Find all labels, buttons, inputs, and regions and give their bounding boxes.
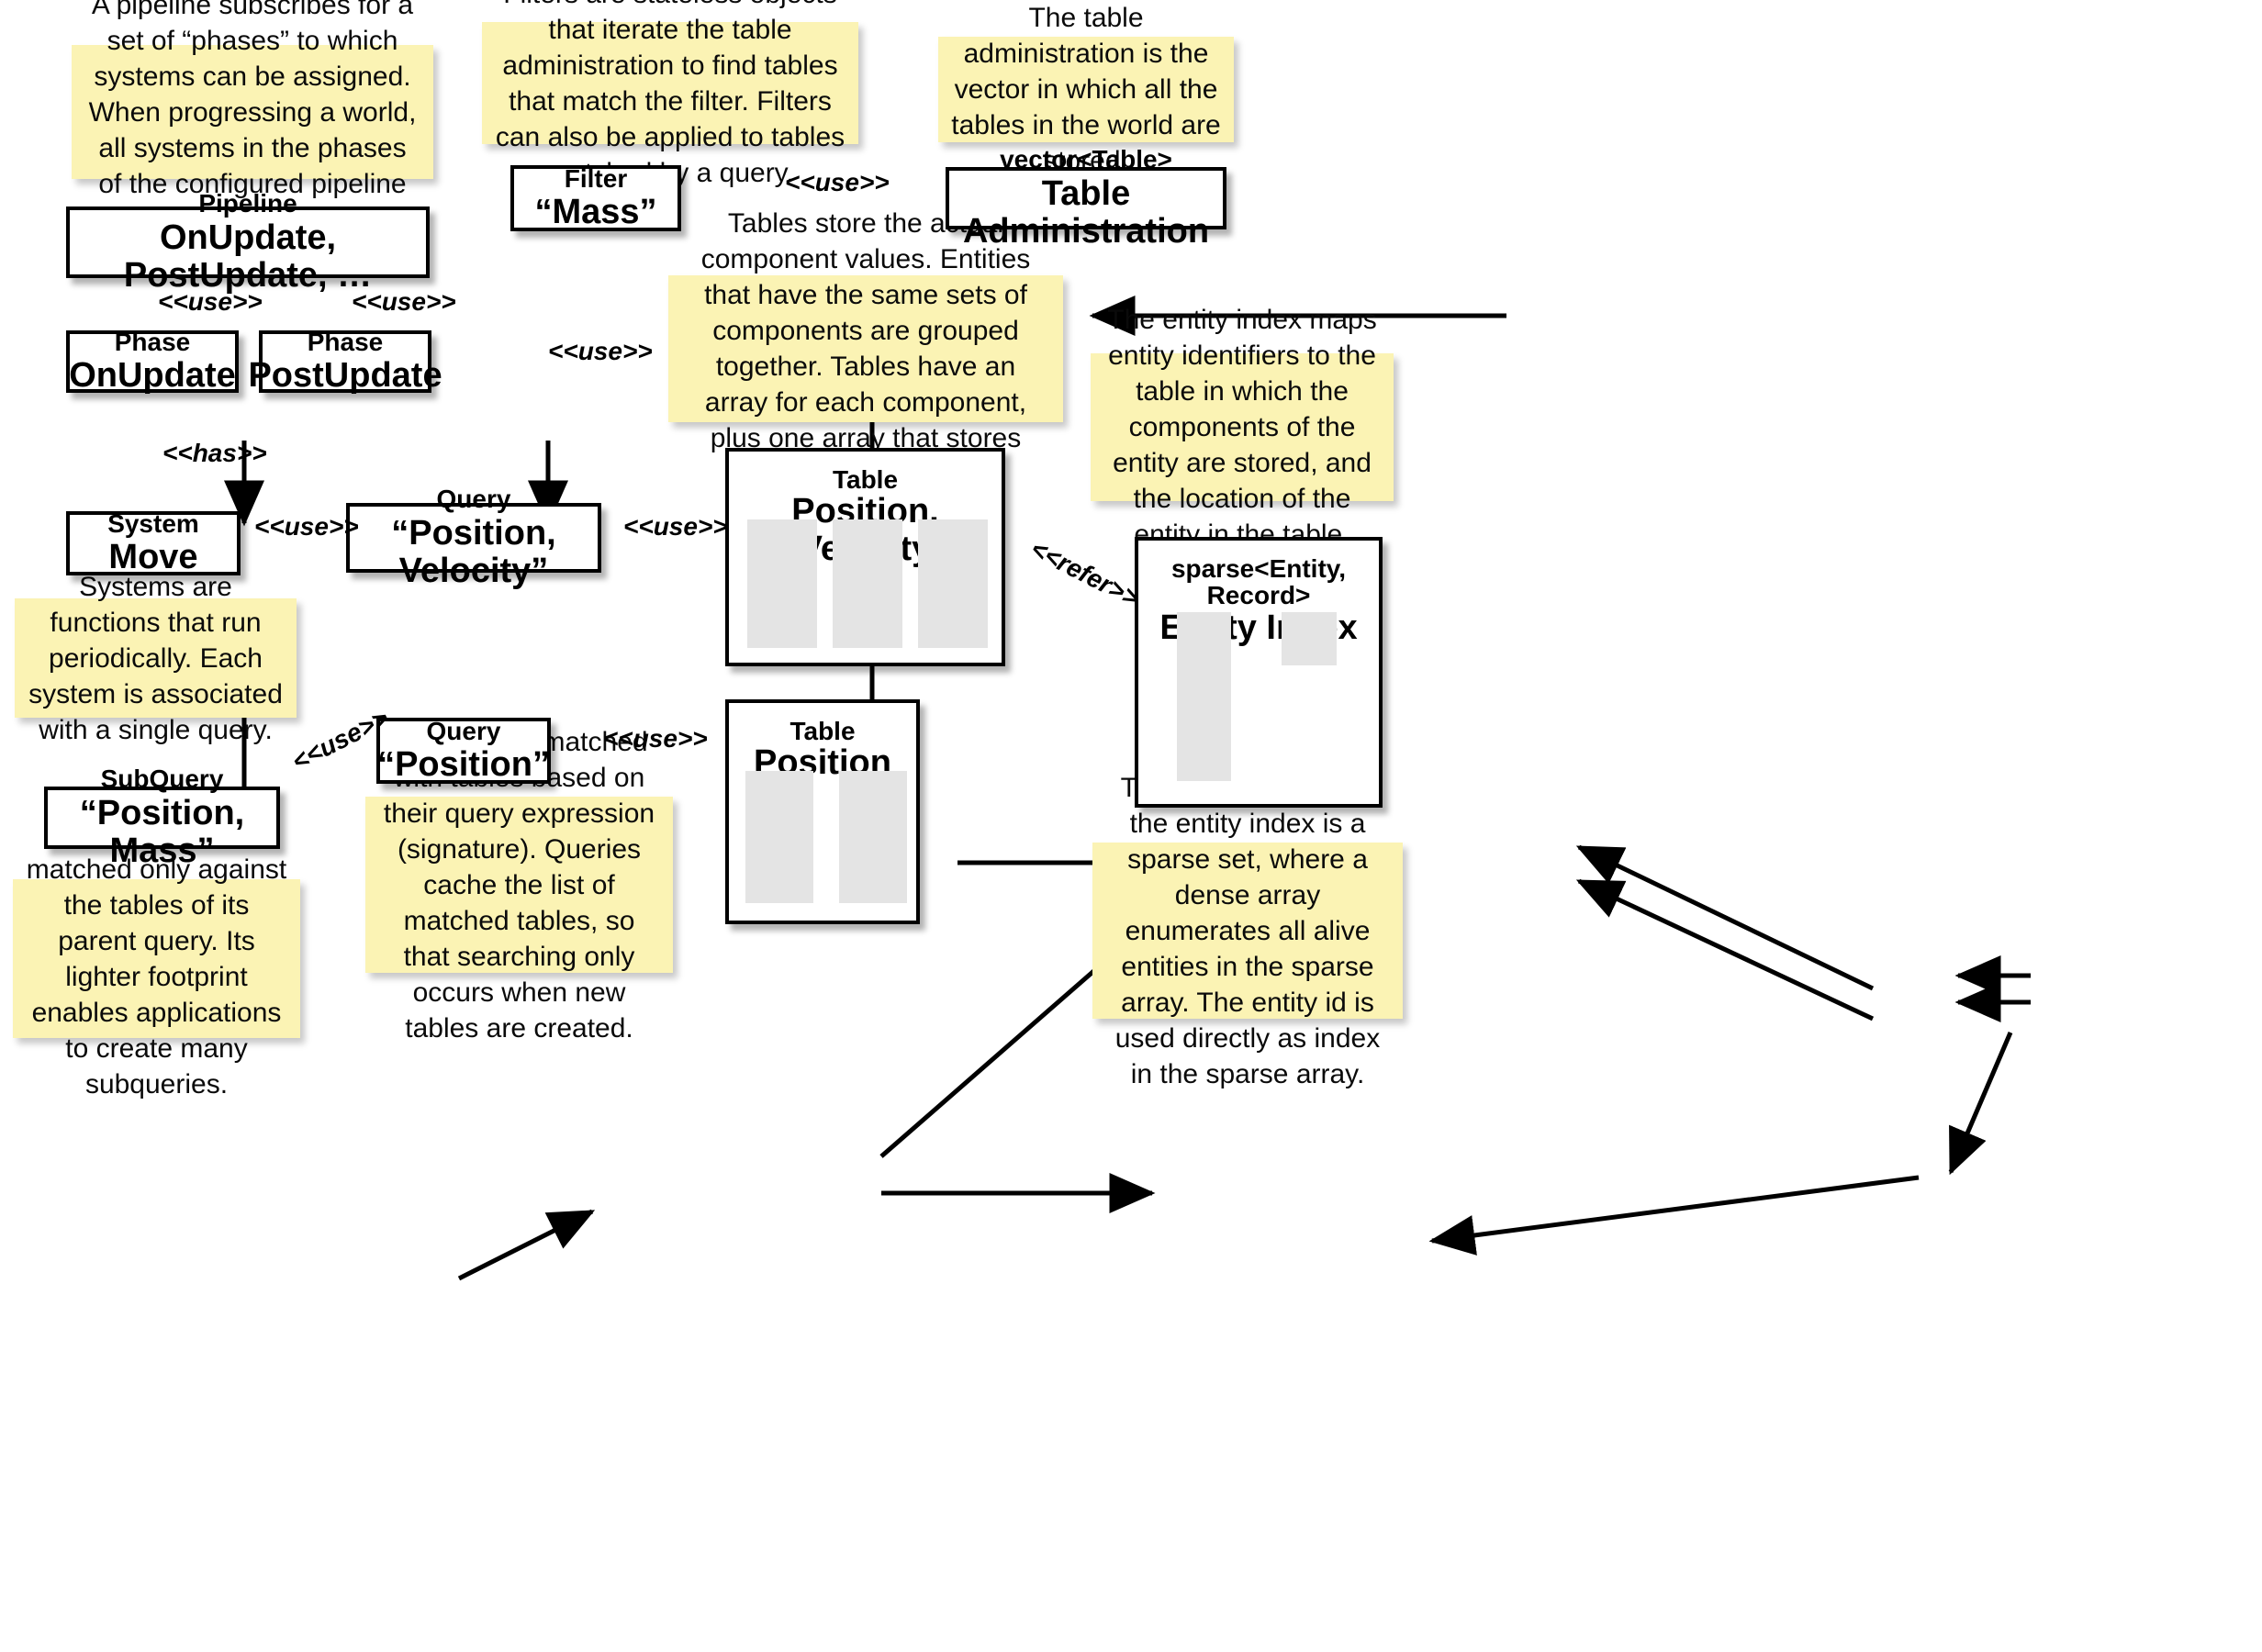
box-query-position-name: “Position” [377,745,550,785]
box-query-position-velocity-name: “Position, Velocity” [391,513,556,590]
box-query-position-velocity-stereotype: Query [436,485,511,514]
box-filter-mass-stereotype: Filter [564,163,628,193]
arrow-index-to-table-b [1575,878,1875,1021]
box-table-administration[interactable]: vector<Table> Table Administration [946,146,1226,250]
box-table-position-velocity[interactable]: Table Position, Velocity [725,448,1005,666]
note-sparse-set: The data structure of the entity index i… [1092,773,1403,1089]
arrow-subquery-to-query [457,1209,596,1281]
dense-array-block [1282,612,1337,665]
note-queries: Queries are matched with tables based on… [365,727,673,1044]
edge-label-pipeline-onupdate: <<use>> [158,287,263,316]
component-array-column [918,519,988,648]
box-table-position[interactable]: Table Position [725,699,920,924]
box-entity-index[interactable]: sparse<Entity, Record> Entity Index [1135,537,1383,808]
box-table-position-velocity-stereotype: Table [832,465,899,494]
box-subquery-position-mass[interactable]: SubQuery “Position, Mass” [44,765,280,869]
box-phase-onupdate-name: OnUpdate [69,356,236,396]
box-table-administration-stereotype: vector<Table> [1000,145,1172,174]
note-table-administration: The table administration is the vector i… [938,3,1234,176]
box-phase-onupdate-stereotype: Phase [114,327,191,356]
box-table-position-stereotype: Table [789,717,856,745]
edge-label-system-query: <<use>> [254,512,359,541]
component-array-column [833,519,902,648]
box-pipeline[interactable]: Pipeline OnUpdate, PostUpdate, … [66,190,430,294]
edge-label-tableadmin-filter: <<use>> [785,168,890,196]
box-pipeline-stereotype: Pipeline [198,189,297,218]
box-filter-mass-name: “Mass” [534,193,657,232]
box-entity-index-stereotype: sparse<Entity, Record> [1170,554,1347,610]
table-position-arrays [745,771,907,903]
component-array-column [839,771,907,903]
box-query-position-velocity[interactable]: Query “Position, Velocity” [346,486,601,589]
box-phase-onupdate[interactable]: Phase OnUpdate [66,327,239,396]
arrow-index-to-table-a [1575,844,1875,991]
edge-label-system-phase: <<has>> [162,439,267,467]
box-pipeline-name: OnUpdate, PostUpdate, … [123,218,373,295]
edge-label-queryp-table: <<use>> [603,724,708,753]
box-query-position[interactable]: Query “Position” [376,716,551,785]
box-phase-postupdate-name: PostUpdate [248,356,442,396]
box-system-move-name: Move [108,538,198,577]
table-position-velocity-arrays [747,519,988,648]
component-array-column [745,771,813,903]
note-tables: Tables store the actual component values… [668,208,1063,489]
box-entity-index-name: Entity Index [1159,608,1358,647]
note-systems: Systems are functions that run periodica… [15,572,297,745]
box-subquery-position-mass-stereotype: SubQuery [100,765,224,794]
box-phase-postupdate-stereotype: Phase [307,327,384,356]
sparse-array-block [1177,612,1231,781]
note-entity-index: The entity index maps entity identifiers… [1091,305,1394,550]
edge-label-query-filter: <<use>> [548,337,653,365]
edge-label-querypv-table: <<use>> [623,512,728,541]
arrow-index-to-tablep [1428,1175,1920,1256]
box-query-position-stereotype: Query [426,716,501,745]
note-pipeline: A pipeline subscribes for a set of “phas… [72,0,433,235]
box-system-move[interactable]: System Move [66,508,241,577]
box-system-move-stereotype: System [107,508,199,538]
box-filter-mass[interactable]: Filter “Mass” [510,163,681,232]
note-filter: Filters are stateless objects that itera… [482,0,858,188]
arrow-record-to-dense [1948,1032,2013,1176]
box-phase-postupdate[interactable]: Phase PostUpdate [248,327,442,394]
note-subquery: A subquery is matched only against the t… [13,819,300,1099]
edge-label-pipeline-postupdate: <<use>> [352,287,456,316]
box-table-administration-name: Table Administration [962,173,1210,251]
component-array-column [747,519,817,648]
box-subquery-position-mass-name: “Position, Mass” [79,793,245,870]
